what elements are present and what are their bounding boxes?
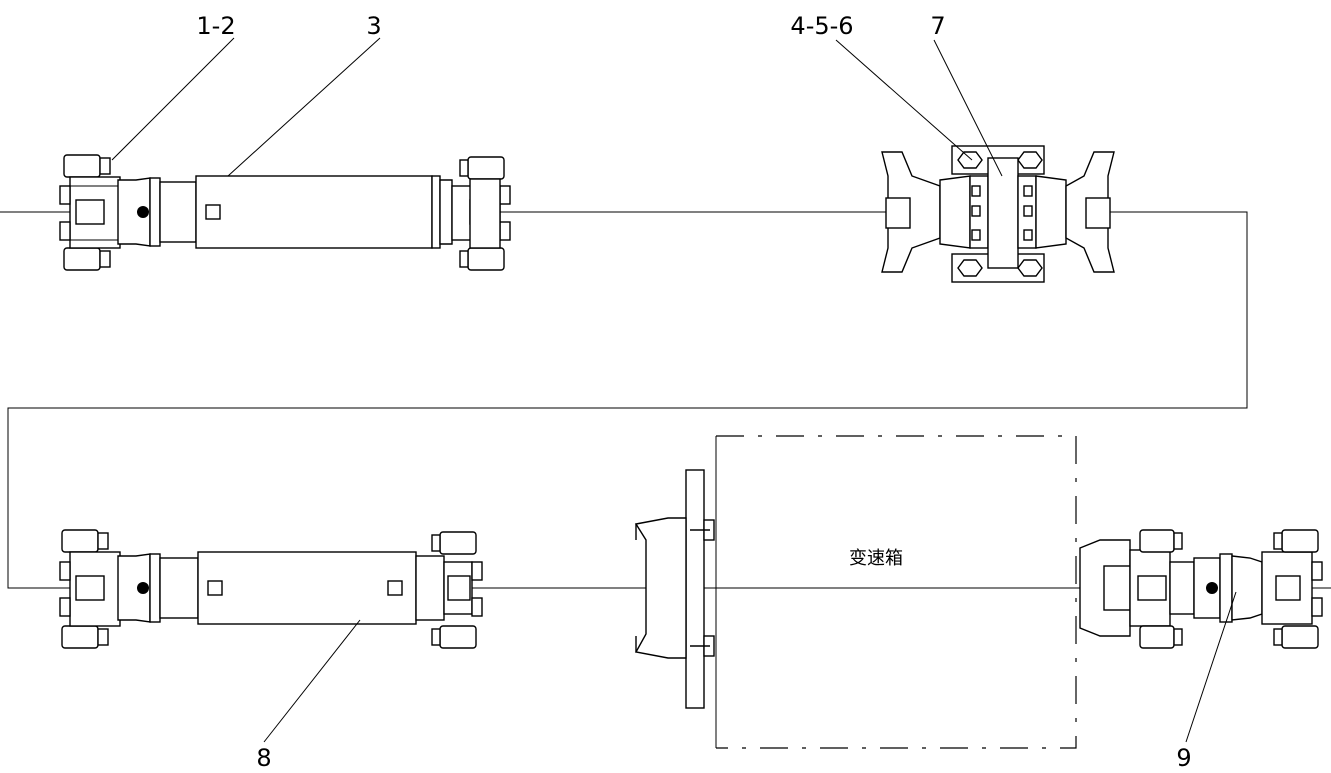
leader-3 — [227, 37, 381, 177]
leader-7 — [933, 39, 1003, 177]
callout-8: 8 — [256, 744, 271, 772]
right-universal-joint — [451, 156, 511, 271]
callout-3: 3 — [366, 12, 381, 40]
leader-lines — [111, 37, 1237, 743]
shaft-tube-3 — [195, 175, 433, 249]
bearing-center-7 — [987, 157, 1019, 269]
gearbox: 变速箱 — [634, 435, 1077, 749]
leader-9 — [1185, 591, 1237, 743]
callout-1-2: 1-2 — [196, 12, 235, 40]
callout-4-5-6: 4-5-6 — [790, 12, 853, 40]
top-drive-shaft — [59, 154, 511, 271]
hex-bolt-icon — [1017, 259, 1043, 277]
gearbox-mounting-flange — [685, 469, 705, 709]
callout-9: 9 — [1176, 744, 1191, 772]
leader-1-2 — [111, 37, 235, 161]
hex-bolt-icon — [1017, 151, 1043, 169]
hex-bolt-icon — [957, 151, 983, 169]
output-drive-shaft — [1079, 529, 1323, 649]
shaft-tube-8 — [197, 551, 417, 625]
callout-labels: 1-2 3 4-5-6 7 8 9 — [196, 12, 1191, 772]
callout-7: 7 — [930, 12, 945, 40]
leader-4-5-6 — [835, 39, 973, 161]
leader-8 — [263, 619, 361, 743]
gearbox-label: 变速箱 — [849, 548, 903, 569]
bottom-drive-shaft — [59, 529, 483, 649]
center-bearing-assembly — [881, 145, 1115, 283]
hex-bolt-icon — [957, 259, 983, 277]
